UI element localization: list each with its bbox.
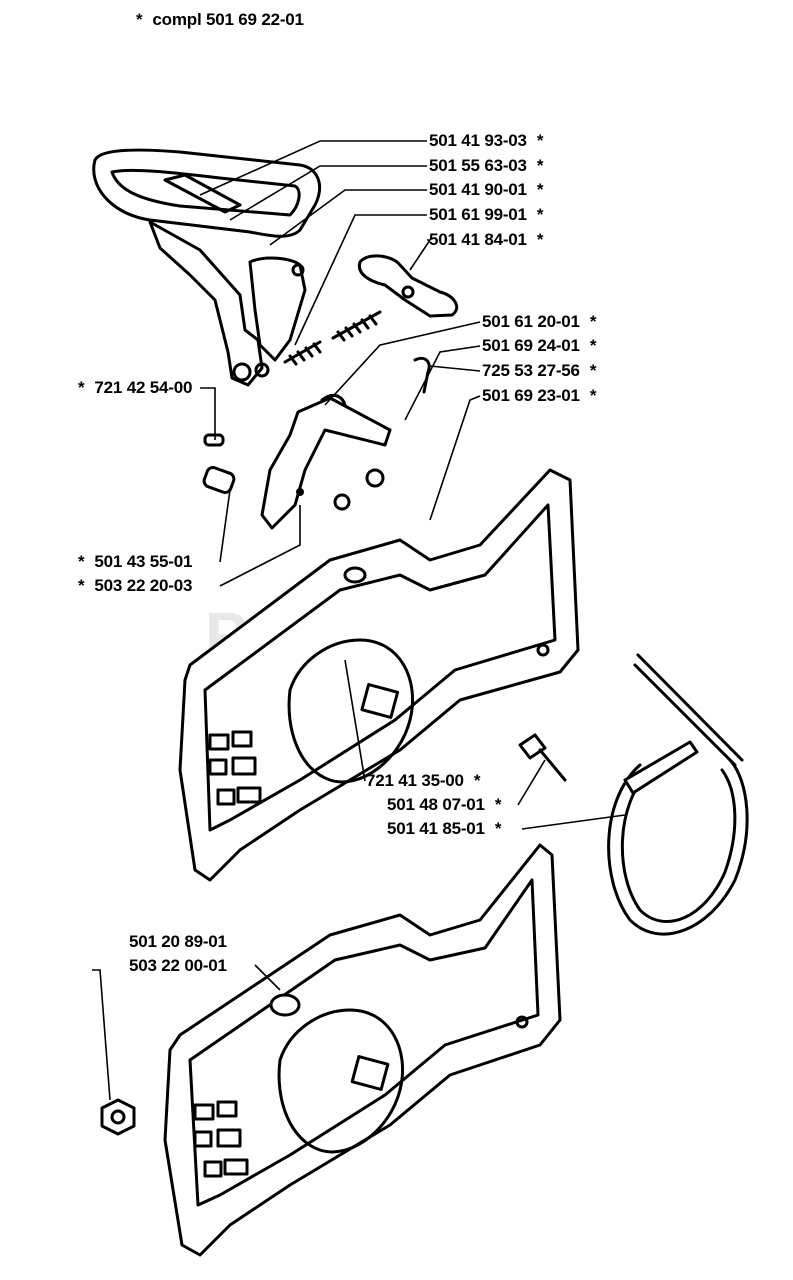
- part-label: 501 41 93-03*: [429, 131, 544, 150]
- part-label: 501 61 99-01*: [429, 205, 544, 224]
- nut: [100, 1098, 136, 1136]
- part-label: 721 41 35-00*: [366, 771, 481, 790]
- clutch-cover-lower: [163, 843, 562, 1257]
- brake-band: [518, 653, 749, 936]
- part-label: 501 69 23-01*: [482, 386, 597, 405]
- assembly-label: *compl 501 69 22-01: [136, 10, 304, 29]
- part-label: 501 41 84-01*: [429, 230, 544, 249]
- clutch-cover-upper: [178, 468, 580, 882]
- part-label: *501 43 55-01: [78, 552, 193, 571]
- part-label: 725 53 27-56*: [482, 361, 597, 380]
- part-label: 501 41 85-01*: [387, 819, 502, 838]
- part-label: 503 22 00-01: [129, 956, 227, 975]
- brake-lever: [202, 356, 431, 530]
- part-label: 501 61 20-01*: [482, 312, 597, 331]
- part-label: *503 22 20-03: [78, 576, 193, 595]
- part-label: 501 69 24-01*: [482, 336, 597, 355]
- part-label: 501 55 63-03*: [429, 156, 544, 175]
- part-label: *721 42 54-00: [78, 378, 193, 397]
- spring-parts: [283, 254, 459, 366]
- part-label: 501 48 07-01*: [387, 795, 502, 814]
- part-label: 501 20 89-01: [129, 932, 227, 951]
- part-label: 501 41 90-01*: [429, 180, 544, 199]
- chain-brake-handle: [92, 148, 321, 387]
- leader-lines: [92, 140, 626, 1101]
